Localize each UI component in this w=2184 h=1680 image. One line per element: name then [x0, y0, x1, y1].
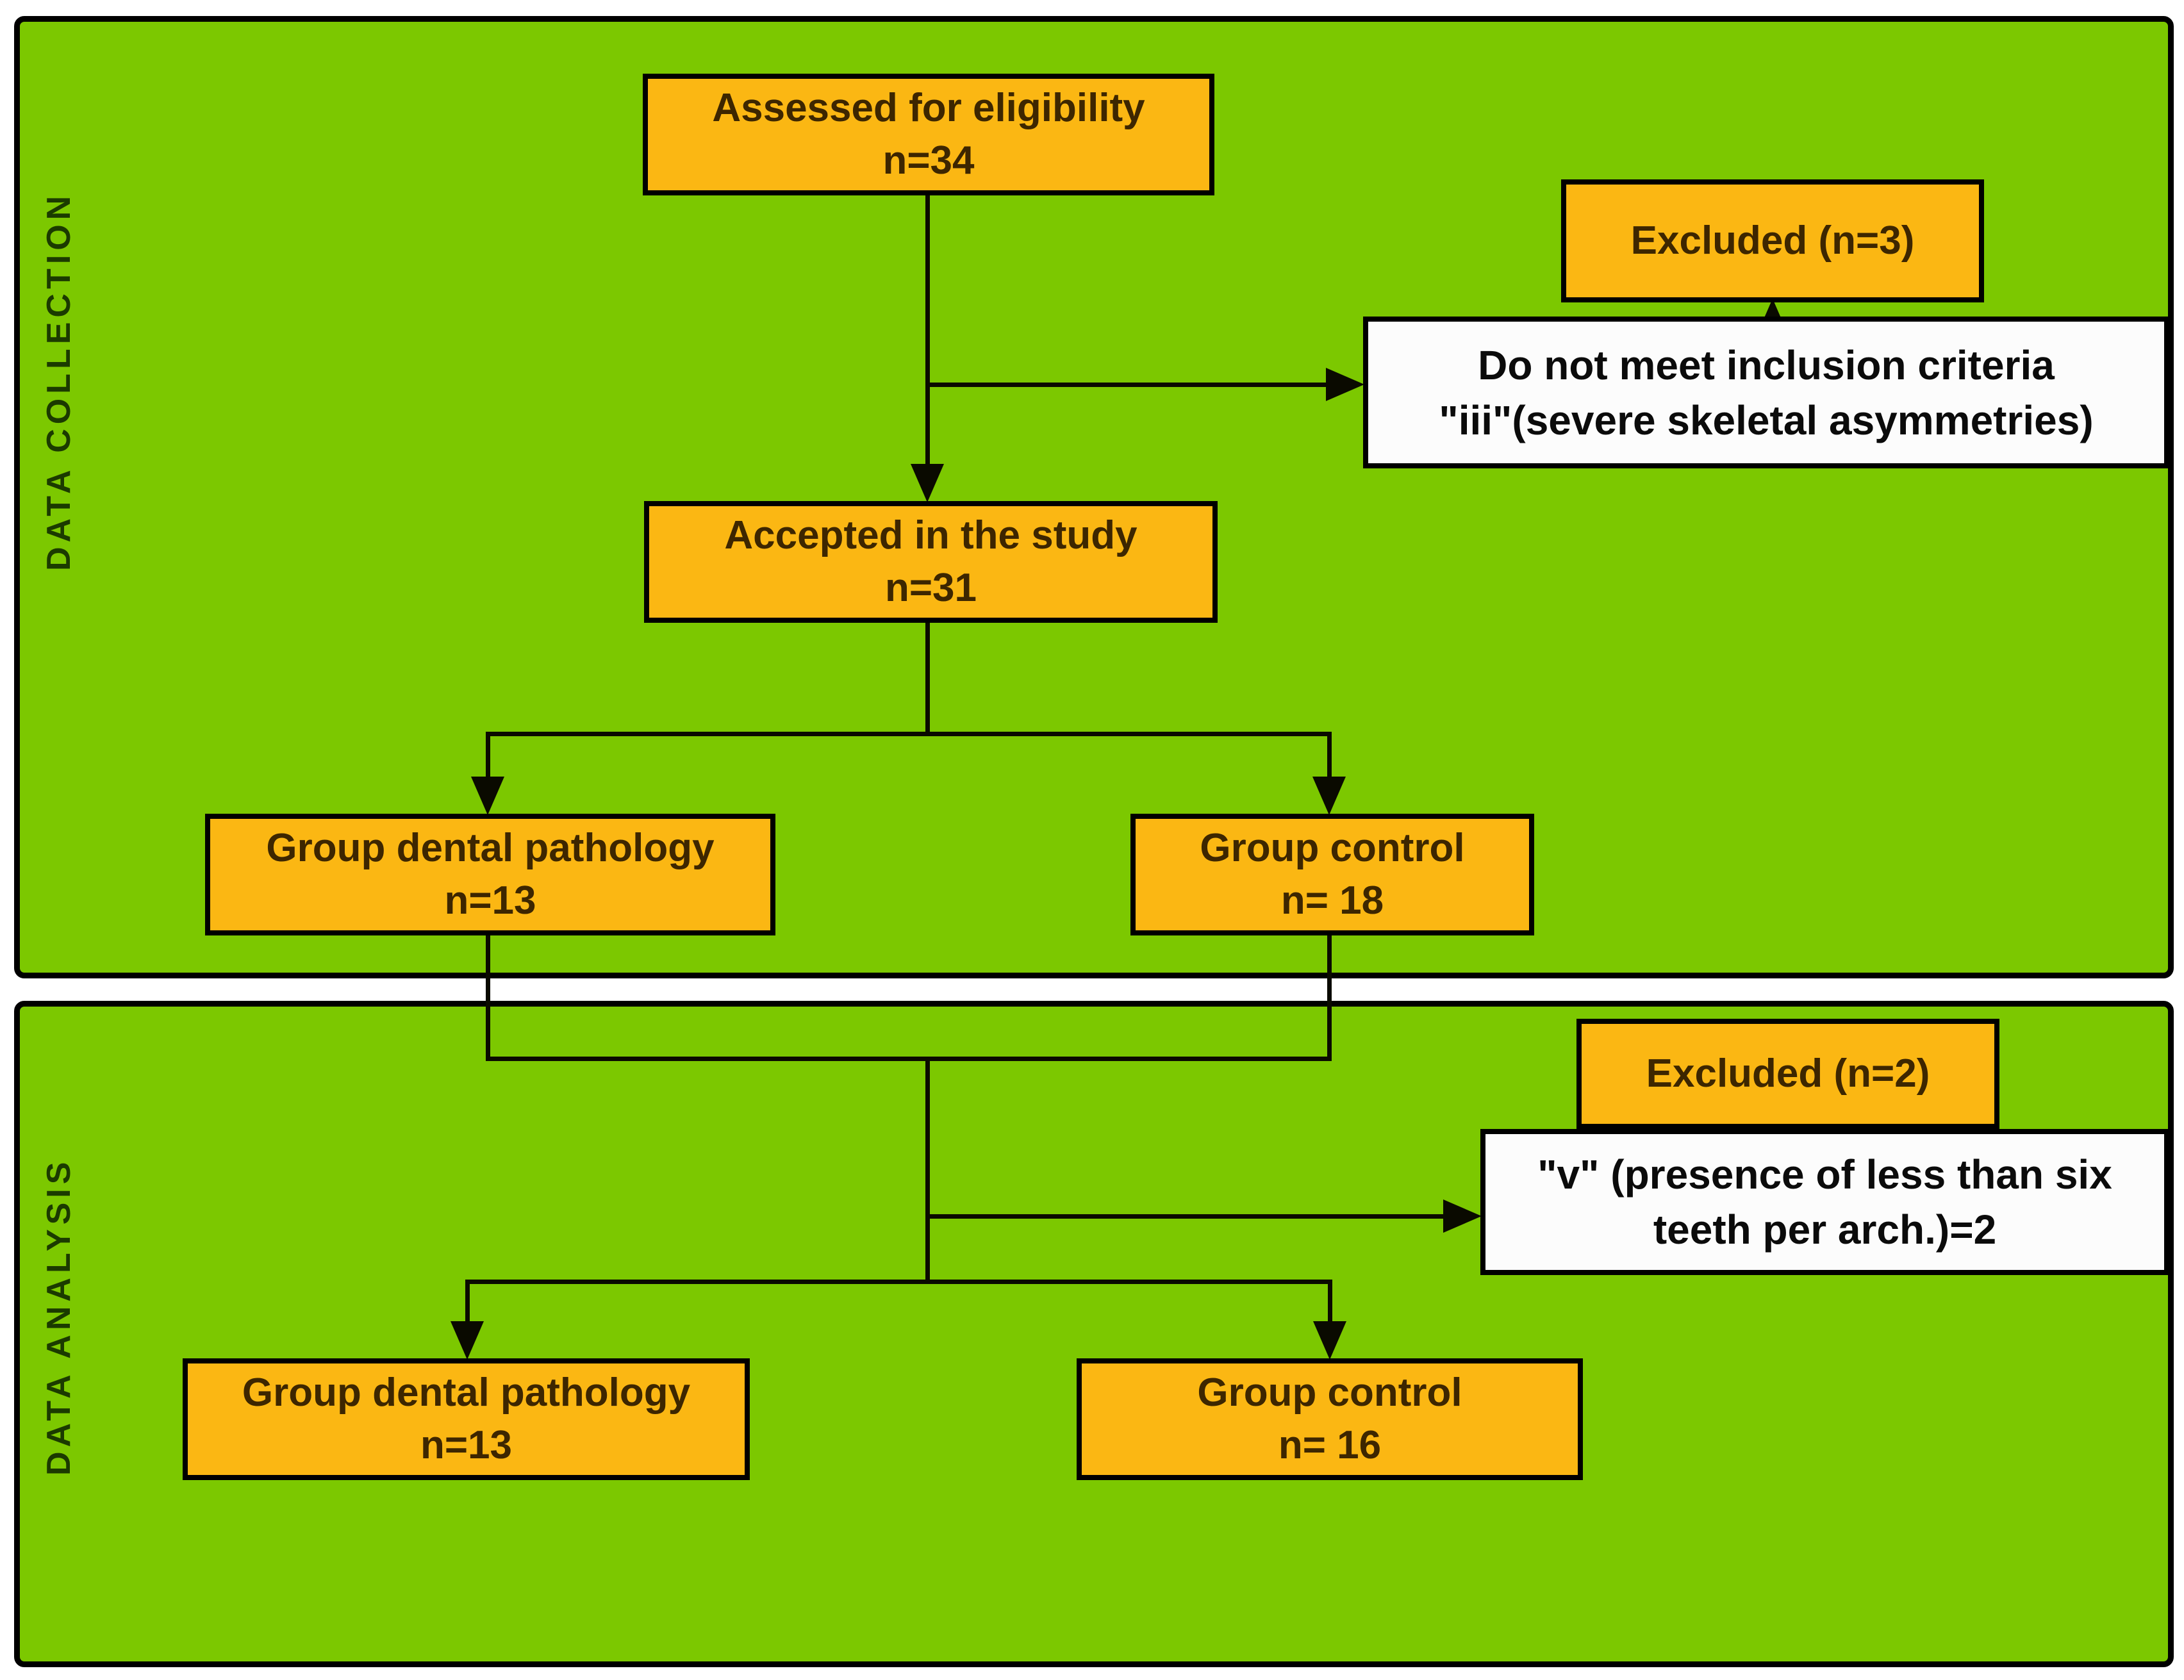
box-group-control-collection: Group control n= 18 — [1130, 814, 1534, 935]
arrowhead-down-group-control-analysis-icon — [1313, 1321, 1346, 1360]
box-group-control-collection-line2: n= 18 — [1280, 878, 1384, 923]
box-reason-analysis-line2: teeth per arch.)=2 — [1653, 1206, 1997, 1253]
arrowhead-right-reason-analysis-icon — [1443, 1199, 1482, 1233]
box-accepted: Accepted in the study n=31 — [644, 501, 1218, 623]
arrowhead-right-reason-collection-icon — [1326, 368, 1364, 401]
edge-accepted-to-split — [925, 622, 930, 735]
box-group-pathology-analysis: Group dental pathology n=13 — [183, 1358, 750, 1480]
box-group-pathology-analysis-line1: Group dental pathology — [242, 1371, 691, 1415]
box-excluded-collection: Excluded (n=3) — [1561, 179, 1984, 302]
box-reason-collection: Do not meet inclusion criteria "iii"(sev… — [1363, 317, 2169, 468]
section-label-data-analysis: DATA ANALYSIS — [40, 1157, 78, 1476]
edge-branch-to-reason-collection — [927, 383, 1327, 387]
edge-split-left-drop — [486, 732, 490, 780]
edge-split-left-drop-analysis — [465, 1280, 470, 1324]
edge-split-bar-collection — [486, 732, 1332, 736]
edge-control-into-analysis — [1327, 934, 1332, 1061]
box-reason-analysis: "v" (presence of less than six teeth per… — [1480, 1129, 2169, 1275]
box-assessed-line1: Assessed for eligibility — [712, 86, 1145, 130]
box-reason-collection-line2: "iii"(severe skeletal asymmetries) — [1439, 397, 2094, 443]
box-group-pathology-collection-line1: Group dental pathology — [266, 826, 715, 870]
box-group-control-analysis-line2: n= 16 — [1278, 1423, 1382, 1467]
edge-merge-bar-analysis — [486, 1057, 1332, 1061]
box-excluded-collection-line1: Excluded (n=3) — [1630, 218, 1915, 263]
edge-split-bar-analysis — [465, 1280, 1332, 1284]
box-excluded-analysis-line1: Excluded (n=2) — [1646, 1051, 1930, 1096]
box-group-pathology-analysis-line2: n=13 — [420, 1423, 513, 1467]
box-group-control-analysis-line1: Group control — [1197, 1371, 1462, 1415]
box-reason-analysis-line1: "v" (presence of less than six — [1537, 1151, 2112, 1198]
box-group-control-analysis: Group control n= 16 — [1077, 1358, 1583, 1480]
box-group-pathology-collection: Group dental pathology n=13 — [205, 814, 775, 935]
edge-merge-center-drop — [925, 1057, 930, 1284]
box-assessed-line2: n=34 — [882, 138, 975, 183]
box-group-control-collection-line1: Group control — [1200, 826, 1465, 870]
arrowhead-down-group-pathology-collection-icon — [471, 777, 504, 815]
edge-split-right-drop-analysis — [1328, 1280, 1332, 1324]
arrowhead-down-accepted-icon — [911, 464, 944, 502]
edge-branch-to-reason-analysis — [927, 1214, 1443, 1219]
section-label-data-collection: DATA COLLECTION — [40, 191, 78, 572]
edge-assessed-to-accepted — [925, 194, 930, 466]
arrowhead-down-group-pathology-analysis-icon — [451, 1321, 484, 1360]
edge-split-right-drop — [1327, 732, 1332, 780]
box-assessed: Assessed for eligibility n=34 — [643, 74, 1214, 195]
box-group-pathology-collection-line2: n=13 — [444, 878, 536, 923]
box-reason-collection-line1: Do not meet inclusion criteria — [1478, 342, 2055, 388]
box-excluded-analysis: Excluded (n=2) — [1576, 1019, 1999, 1129]
arrowhead-down-group-control-collection-icon — [1312, 777, 1346, 815]
box-accepted-line1: Accepted in the study — [724, 513, 1138, 557]
box-accepted-line2: n=31 — [884, 566, 977, 610]
edge-pathology-into-analysis — [486, 934, 490, 1061]
